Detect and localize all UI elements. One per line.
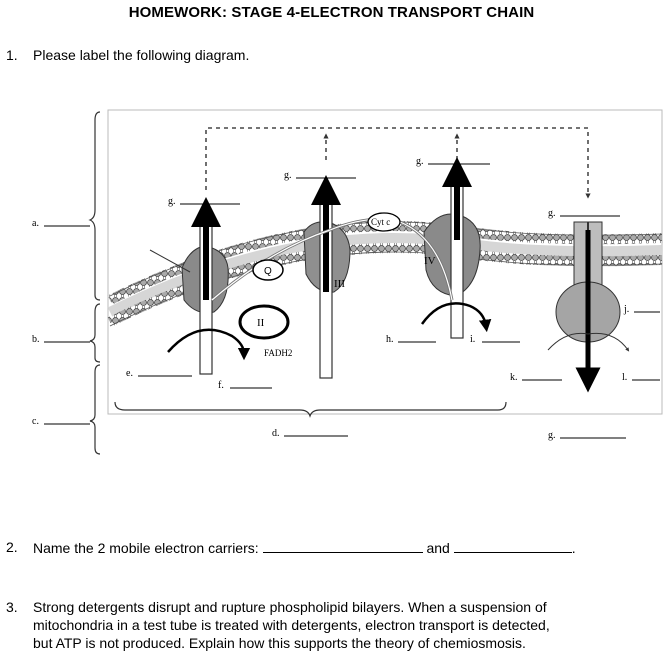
label-b: b. xyxy=(32,334,90,345)
question-text: Please label the following diagram. xyxy=(33,47,250,63)
label-j: j. xyxy=(623,304,660,315)
question-number: 1. xyxy=(6,47,18,63)
svg-text:g.: g. xyxy=(284,170,292,181)
label-g-1: g. xyxy=(168,196,240,207)
question-2-text: Name the 2 mobile electron carriers: xyxy=(33,540,259,556)
label-g-4: g. xyxy=(548,208,620,219)
question-3-line-2: mitochondria in a test tube is treated w… xyxy=(33,617,550,633)
label-l: l. xyxy=(622,372,660,383)
complex-iv-label: IV xyxy=(424,255,436,267)
proton-flow-dashed xyxy=(205,127,591,199)
fadh2-label: FADH2 xyxy=(264,348,292,358)
etc-diagram: I III IV Q Cyt c II FADH2 xyxy=(32,109,663,455)
svg-text:j.: j. xyxy=(623,304,629,315)
svg-text:i.: i. xyxy=(470,334,475,345)
label-d: d. xyxy=(272,428,348,439)
question-3-line-1: Strong detergents disrupt and rupture ph… xyxy=(33,599,547,615)
question-number: 2. xyxy=(6,539,18,555)
brace-d xyxy=(114,401,507,418)
question-text: Name the 2 mobile electron carriers: and… xyxy=(33,538,576,557)
label-e: e. xyxy=(126,368,192,379)
label-g-5: g. xyxy=(548,430,626,441)
svg-text:g.: g. xyxy=(548,430,556,441)
cytochrome-c-carrier: Cyt c xyxy=(367,212,401,232)
svg-text:c.: c. xyxy=(32,416,39,427)
complex-ii-label: II xyxy=(257,317,265,329)
svg-text:a.: a. xyxy=(32,218,39,229)
cytc-label: Cyt c xyxy=(371,217,390,227)
brace-c xyxy=(89,364,101,455)
label-g-2: g. xyxy=(284,170,356,181)
svg-text:g.: g. xyxy=(168,196,176,207)
page-title: HOMEWORK: STAGE 4-ELECTRON TRANSPORT CHA… xyxy=(128,4,535,21)
label-k: k. xyxy=(510,372,562,383)
svg-text:d.: d. xyxy=(272,428,280,439)
svg-text:e.: e. xyxy=(126,368,133,379)
question-2: 2. Name the 2 mobile electron carriers: … xyxy=(6,538,656,556)
answer-blank-1[interactable] xyxy=(262,538,423,553)
label-i: i. xyxy=(470,334,520,345)
label-c: c. xyxy=(32,416,90,427)
svg-text:f.: f. xyxy=(218,380,224,391)
question-3-line-3: but ATP is not produced. Explain how thi… xyxy=(33,635,526,651)
label-h: h. xyxy=(386,334,436,345)
brace-b xyxy=(89,303,101,363)
complex-ii: II xyxy=(238,304,290,340)
svg-text:l.: l. xyxy=(622,372,627,383)
svg-text:g.: g. xyxy=(548,208,556,219)
svg-text:b.: b. xyxy=(32,334,40,345)
q-label: Q xyxy=(264,266,272,277)
question-number: 3. xyxy=(6,599,18,615)
complex-iii-label: III xyxy=(334,278,345,290)
question-text: Strong detergents disrupt and rupture ph… xyxy=(33,598,633,652)
question-2-end: . xyxy=(571,540,576,556)
question-1: 1. Please label the following diagram. xyxy=(6,46,656,64)
answer-blank-2[interactable] xyxy=(453,538,572,553)
ubiquinone-carrier: Q xyxy=(252,259,284,281)
svg-text:k.: k. xyxy=(510,372,518,383)
question-3: 3. Strong detergents disrupt and rupture… xyxy=(6,598,656,658)
label-g-3: g. xyxy=(416,156,490,167)
brace-a xyxy=(88,111,101,301)
svg-text:h.: h. xyxy=(386,334,394,345)
label-a: a. xyxy=(32,218,90,229)
question-2-and: and xyxy=(426,540,450,556)
label-f: f. xyxy=(218,380,272,391)
svg-text:g.: g. xyxy=(416,156,424,167)
